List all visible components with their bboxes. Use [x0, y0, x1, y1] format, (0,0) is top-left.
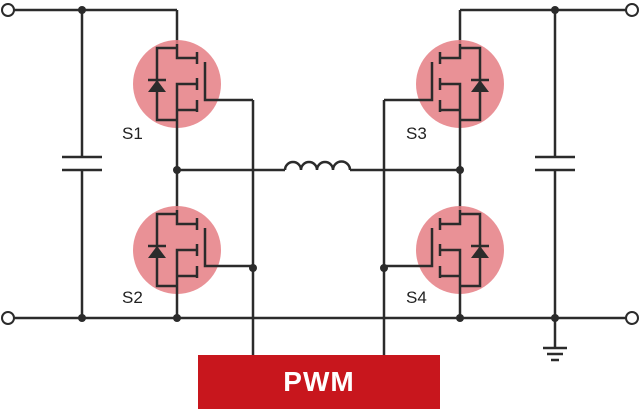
switch-s3 [382, 38, 506, 130]
pwm-block: PWM [198, 355, 440, 409]
switch-s4 [382, 204, 506, 296]
label-s3: S3 [406, 124, 427, 143]
switch-s1 [131, 38, 255, 130]
terminals [1, 3, 639, 325]
switch-s2 [131, 204, 255, 296]
ground-symbol [543, 318, 567, 362]
label-s4: S4 [406, 288, 427, 307]
label-s1: S1 [122, 124, 143, 143]
junction-dots [78, 6, 559, 322]
label-s2: S2 [122, 288, 143, 307]
inductor [283, 160, 352, 171]
wires [8, 8, 632, 362]
